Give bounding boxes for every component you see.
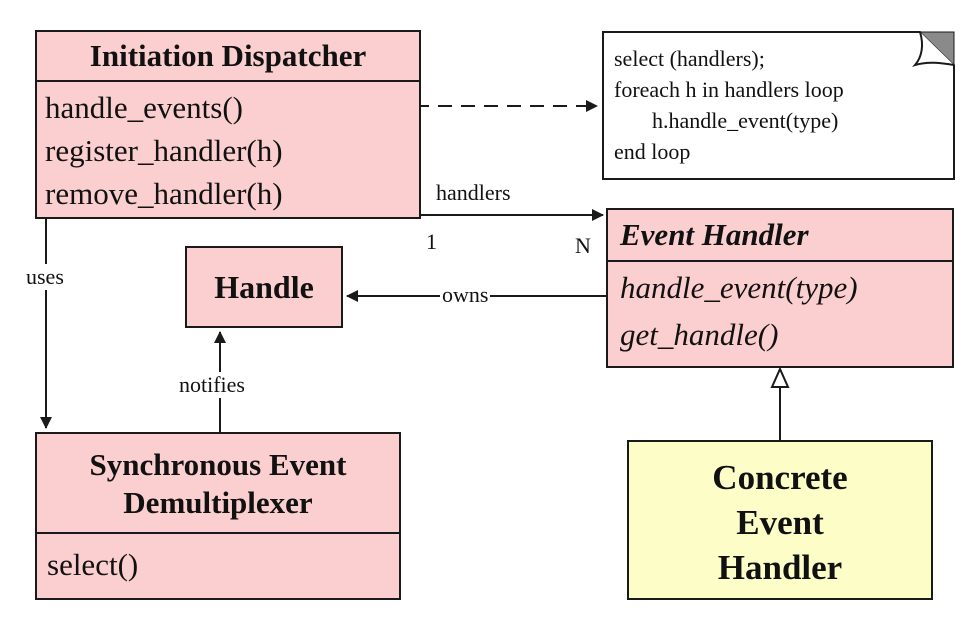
operations-compartment: select() [37, 534, 399, 590]
class-title-line-1: Concrete [712, 458, 848, 497]
event-handler-class: Event Handler handle_event(type) get_han… [606, 208, 954, 368]
note-line-3: h.handle_event(type) [652, 108, 839, 133]
handlers-label: handlers [436, 180, 511, 205]
pseudocode-note: select (handlers); foreach h in handlers… [602, 31, 955, 180]
note-line-1: select (handlers); [614, 46, 765, 71]
synchronous-event-demultiplexer-class: Synchronous Event Demultiplexer select() [35, 432, 401, 600]
concrete-event-handler-class: Concrete Event Handler [627, 440, 933, 600]
class-title: Event Handler [608, 210, 952, 262]
initiation-dispatcher-class: Initiation Dispatcher handle_events() re… [35, 30, 421, 219]
operations-compartment: handle_events() register_handler(h) remo… [37, 82, 419, 215]
class-title: Handle [214, 269, 314, 305]
note-text: select (handlers); foreach h in handlers… [614, 43, 844, 167]
operation-get-handle: get_handle() [620, 317, 779, 352]
class-title-line-2: Demultiplexer [123, 485, 313, 520]
operation-remove-handler: remove_handler(h) [45, 176, 283, 211]
class-title-line-3: Handler [717, 548, 843, 587]
note-shape [602, 31, 955, 180]
class-title-line-1: Synchronous Event [89, 447, 347, 482]
uses-label: uses [24, 264, 66, 290]
operation-register-handler: register_handler(h) [45, 133, 283, 168]
note-line-4: end loop [614, 139, 691, 164]
operation-select: select() [47, 547, 139, 582]
note-line-2: foreach h in handlers loop [614, 77, 844, 102]
notifies-label: notifies [177, 372, 247, 398]
class-title: Concrete Event Handler [629, 442, 931, 590]
inheritance-triangle [770, 366, 790, 388]
multiplicity-many: N [575, 233, 591, 258]
operation-handle-event: handle_event(type) [620, 270, 858, 305]
class-title-line-2: Event [736, 503, 824, 542]
class-title: Synchronous Event Demultiplexer [37, 434, 399, 534]
operations-compartment: handle_event(type) get_handle() [608, 262, 952, 358]
class-title: Initiation Dispatcher [37, 32, 419, 82]
handle-class: Handle [185, 246, 343, 328]
operation-handle-events: handle_events() [45, 90, 243, 125]
owns-label: owns [440, 282, 491, 308]
multiplicity-one: 1 [426, 229, 437, 254]
